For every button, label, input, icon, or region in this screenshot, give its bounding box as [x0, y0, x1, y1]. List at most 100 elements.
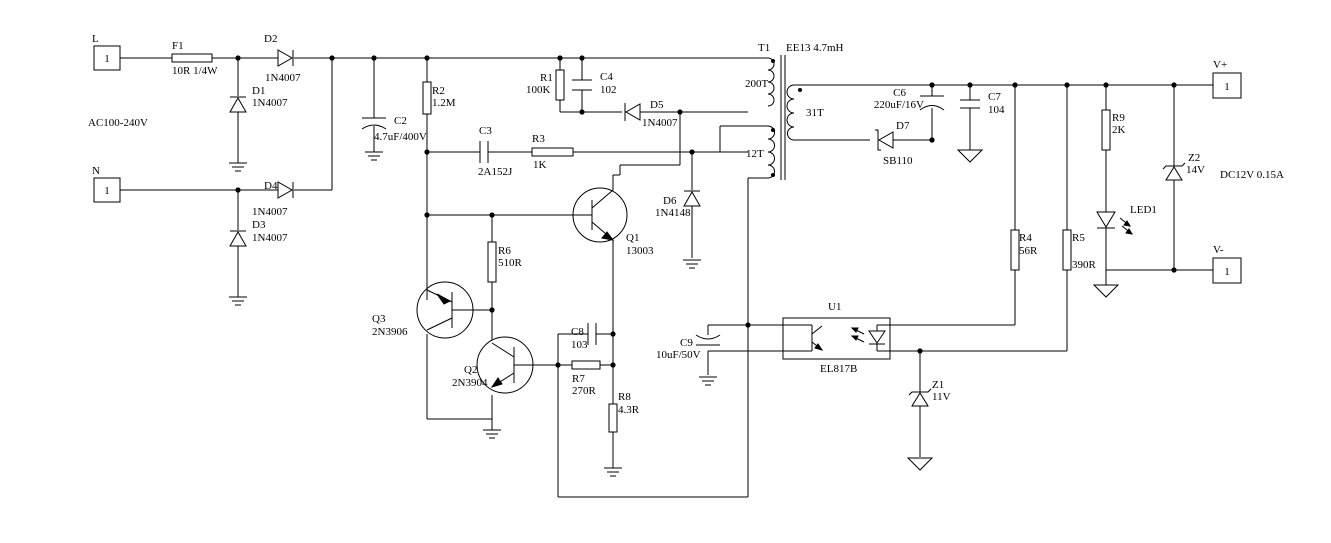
- diode-D2: D2 1N4007: [264, 33, 301, 84]
- svg-text:2N3906: 2N3906: [372, 326, 408, 338]
- svg-text:C7: C7: [988, 91, 1001, 103]
- resistor-R6: R6 510R: [487, 241, 523, 283]
- junctions: [235, 55, 1177, 368]
- svg-text:EE13 4.7mH: EE13 4.7mH: [786, 42, 843, 54]
- resistor-R8: R8 4.3R: [608, 391, 640, 433]
- resistor-R7: R7 270R: [571, 360, 601, 397]
- diode-D5: D5 1N4007: [624, 99, 678, 129]
- svg-text:104: 104: [988, 104, 1005, 116]
- dc-output-label: DC12V 0.15A: [1220, 169, 1284, 181]
- svg-text:D3: D3: [252, 219, 266, 231]
- svg-text:Q2: Q2: [464, 364, 477, 376]
- svg-text:R2: R2: [432, 85, 445, 97]
- svg-text:R6: R6: [498, 245, 511, 257]
- svg-text:D6: D6: [663, 195, 677, 207]
- terminal-vplus: 1 V+: [1212, 59, 1242, 99]
- svg-text:2N3904: 2N3904: [452, 377, 488, 389]
- svg-text:D7: D7: [896, 120, 910, 132]
- svg-text:100K: 100K: [526, 84, 551, 96]
- fuse-F1: F1 10R 1/4W: [171, 40, 218, 77]
- svg-text:12T: 12T: [746, 148, 764, 160]
- optocoupler-U1: U1 EL817B: [782, 301, 891, 375]
- svg-text:1N4148: 1N4148: [655, 207, 691, 219]
- transistor-Q1: Q1 13003: [572, 174, 654, 257]
- svg-text:1N4007: 1N4007: [252, 206, 288, 218]
- svg-text:C3: C3: [479, 125, 492, 137]
- terminal-L: 1 L: [92, 33, 121, 71]
- terminal-vminus: 1 V-: [1212, 244, 1242, 284]
- svg-text:10R 1/4W: 10R 1/4W: [172, 65, 218, 77]
- svg-text:R9: R9: [1112, 112, 1125, 124]
- svg-text:390R: 390R: [1072, 259, 1097, 271]
- resistor-R4: R4 56R: [1010, 229, 1038, 271]
- svg-text:1N4007: 1N4007: [642, 117, 678, 129]
- svg-text:1: 1: [1224, 81, 1230, 93]
- svg-text:200T: 200T: [745, 78, 769, 90]
- capacitor-C6: C6 220uF/16V: [874, 87, 945, 111]
- svg-text:1: 1: [104, 185, 110, 197]
- diode-D1: D1 1N4007: [229, 85, 288, 113]
- svg-text:510R: 510R: [498, 257, 523, 269]
- capacitor-C8: C8 103: [571, 323, 597, 351]
- transistor-Q2: Q2 2N3904: [452, 336, 534, 394]
- svg-text:Q1: Q1: [626, 232, 639, 244]
- svg-text:1N4007: 1N4007: [252, 97, 288, 109]
- svg-text:N: N: [92, 165, 100, 177]
- svg-text:11V: 11V: [932, 391, 951, 403]
- svg-text:C2: C2: [394, 115, 407, 127]
- svg-text:D2: D2: [264, 33, 277, 45]
- capacitor-C4: C4 102: [572, 71, 617, 96]
- transistor-Q3: Q3 2N3906: [372, 281, 474, 339]
- svg-text:LED1: LED1: [1130, 204, 1157, 216]
- svg-text:Q3: Q3: [372, 313, 386, 325]
- svg-text:56R: 56R: [1019, 245, 1038, 257]
- svg-text:2A152J: 2A152J: [478, 166, 513, 178]
- resistor-R5: R5 390R: [1062, 229, 1097, 271]
- capacitor-C3: C3 2A152J: [478, 125, 513, 178]
- svg-text:V+: V+: [1213, 59, 1227, 71]
- ac-input-label: AC100-240V: [88, 117, 148, 129]
- svg-text:103: 103: [571, 339, 588, 351]
- svg-text:4.3R: 4.3R: [618, 404, 640, 416]
- svg-text:EL817B: EL817B: [820, 363, 857, 375]
- svg-text:1K: 1K: [533, 159, 547, 171]
- svg-text:D5: D5: [650, 99, 664, 111]
- svg-text:220uF/16V: 220uF/16V: [874, 99, 924, 111]
- resistor-R2: R2 1.2M: [422, 81, 456, 115]
- svg-text:4.7uF/400V: 4.7uF/400V: [374, 131, 427, 143]
- svg-text:R7: R7: [572, 373, 585, 385]
- capacitor-C9: C9 10uF/50V: [656, 334, 721, 361]
- diode-D4: D4 1N4007: [252, 180, 294, 218]
- resistor-R9: R9 2K: [1101, 109, 1126, 151]
- transformer-T1: T1 EE13 4.7mH 200T 12T 31T: [745, 42, 843, 180]
- svg-text:R5: R5: [1072, 232, 1085, 244]
- diode-D3: D3 1N4007: [229, 219, 288, 247]
- resistor-R1: R1 100K: [526, 69, 565, 101]
- svg-text:1N4007: 1N4007: [265, 72, 301, 84]
- svg-text:Z1: Z1: [932, 379, 944, 391]
- svg-text:270R: 270R: [572, 385, 597, 397]
- svg-text:14V: 14V: [1186, 164, 1205, 176]
- wires: [120, 57, 1213, 498]
- svg-text:R1: R1: [540, 72, 553, 84]
- capacitor-C7: C7 104: [960, 91, 1005, 116]
- svg-text:1N4007: 1N4007: [252, 232, 288, 244]
- svg-text:F1: F1: [172, 40, 184, 52]
- svg-text:R3: R3: [532, 133, 545, 145]
- capacitor-C2: C2 4.7uF/400V: [361, 115, 427, 143]
- diode-D6: D6 1N4148: [655, 190, 701, 219]
- svg-text:C9: C9: [680, 337, 693, 349]
- terminal-N: 1 N: [92, 165, 121, 203]
- svg-text:1.2M: 1.2M: [432, 97, 456, 109]
- led-LED1: LED1: [1096, 204, 1157, 235]
- svg-text:1: 1: [104, 53, 110, 65]
- svg-text:2K: 2K: [1112, 124, 1126, 136]
- svg-text:10uF/50V: 10uF/50V: [656, 349, 701, 361]
- svg-text:1: 1: [1224, 266, 1230, 278]
- svg-text:T1: T1: [758, 42, 770, 54]
- svg-text:D4: D4: [264, 180, 278, 192]
- svg-text:Z2: Z2: [1188, 152, 1200, 164]
- svg-text:C6: C6: [893, 87, 906, 99]
- svg-text:U1: U1: [828, 301, 841, 313]
- resistor-R3: R3 1K: [531, 133, 574, 171]
